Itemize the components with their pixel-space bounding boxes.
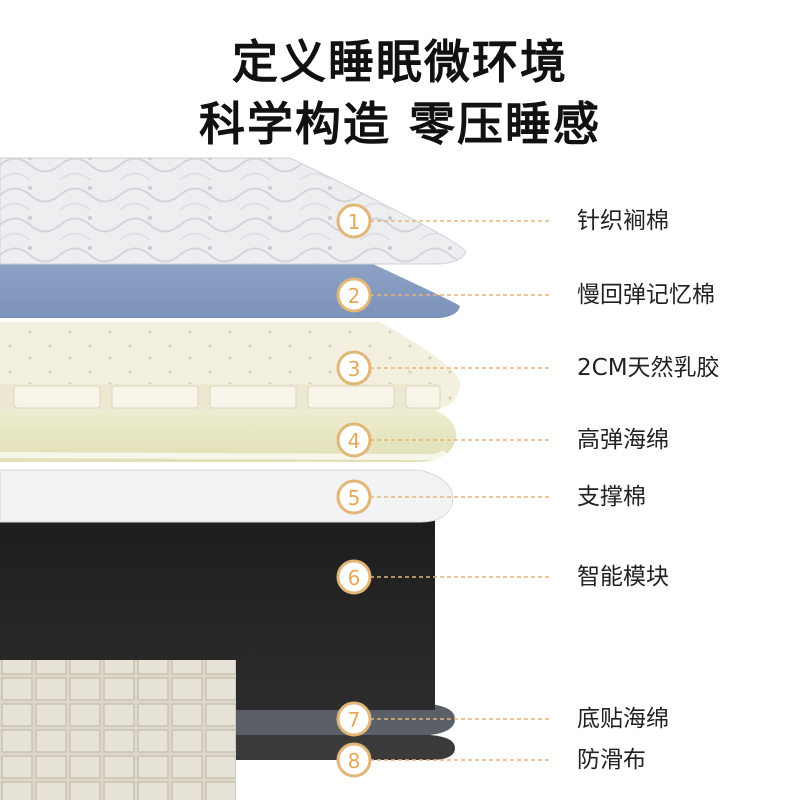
badge-7: 7 [336,701,372,737]
svg-text:8: 8 [348,749,361,773]
svg-text:2: 2 [348,284,361,308]
badge-6: 6 [336,559,372,595]
layer-label-2: 慢回弹记忆棉 [577,282,715,308]
svg-text:5: 5 [348,486,361,510]
layer-memory-foam [0,258,460,318]
badge-8: 8 [336,742,372,778]
badge-1: 1 [336,203,372,239]
svg-text:7: 7 [348,708,361,732]
badge-5: 5 [336,479,372,515]
layer-label-8: 防滑布 [577,747,646,773]
layer-label-4: 高弹海绵 [577,427,669,453]
layer-label-7: 底贴海绵 [577,706,669,732]
side-knit-fabric [0,660,236,800]
layer-knitted-quilt [0,157,467,265]
layer-label-5: 支撑棉 [577,484,646,510]
badge-2: 2 [336,277,372,313]
svg-text:3: 3 [348,357,361,381]
badge-3: 3 [336,350,372,386]
svg-text:6: 6 [348,566,361,590]
headline-line-2: 科学构造 零压睡感 [198,97,601,151]
svg-text:1: 1 [348,210,361,234]
layer-label-6: 智能模块 [577,564,669,590]
headline-line-1: 定义睡眠微环境 [232,35,568,89]
layer-label-3: 2CM天然乳胶 [577,355,720,381]
callout-lines [370,220,552,761]
layer-label-1: 针织裥棉 [577,208,669,234]
svg-text:4: 4 [348,429,361,453]
badge-4: 4 [336,422,372,458]
layer-support-cotton [0,469,454,523]
